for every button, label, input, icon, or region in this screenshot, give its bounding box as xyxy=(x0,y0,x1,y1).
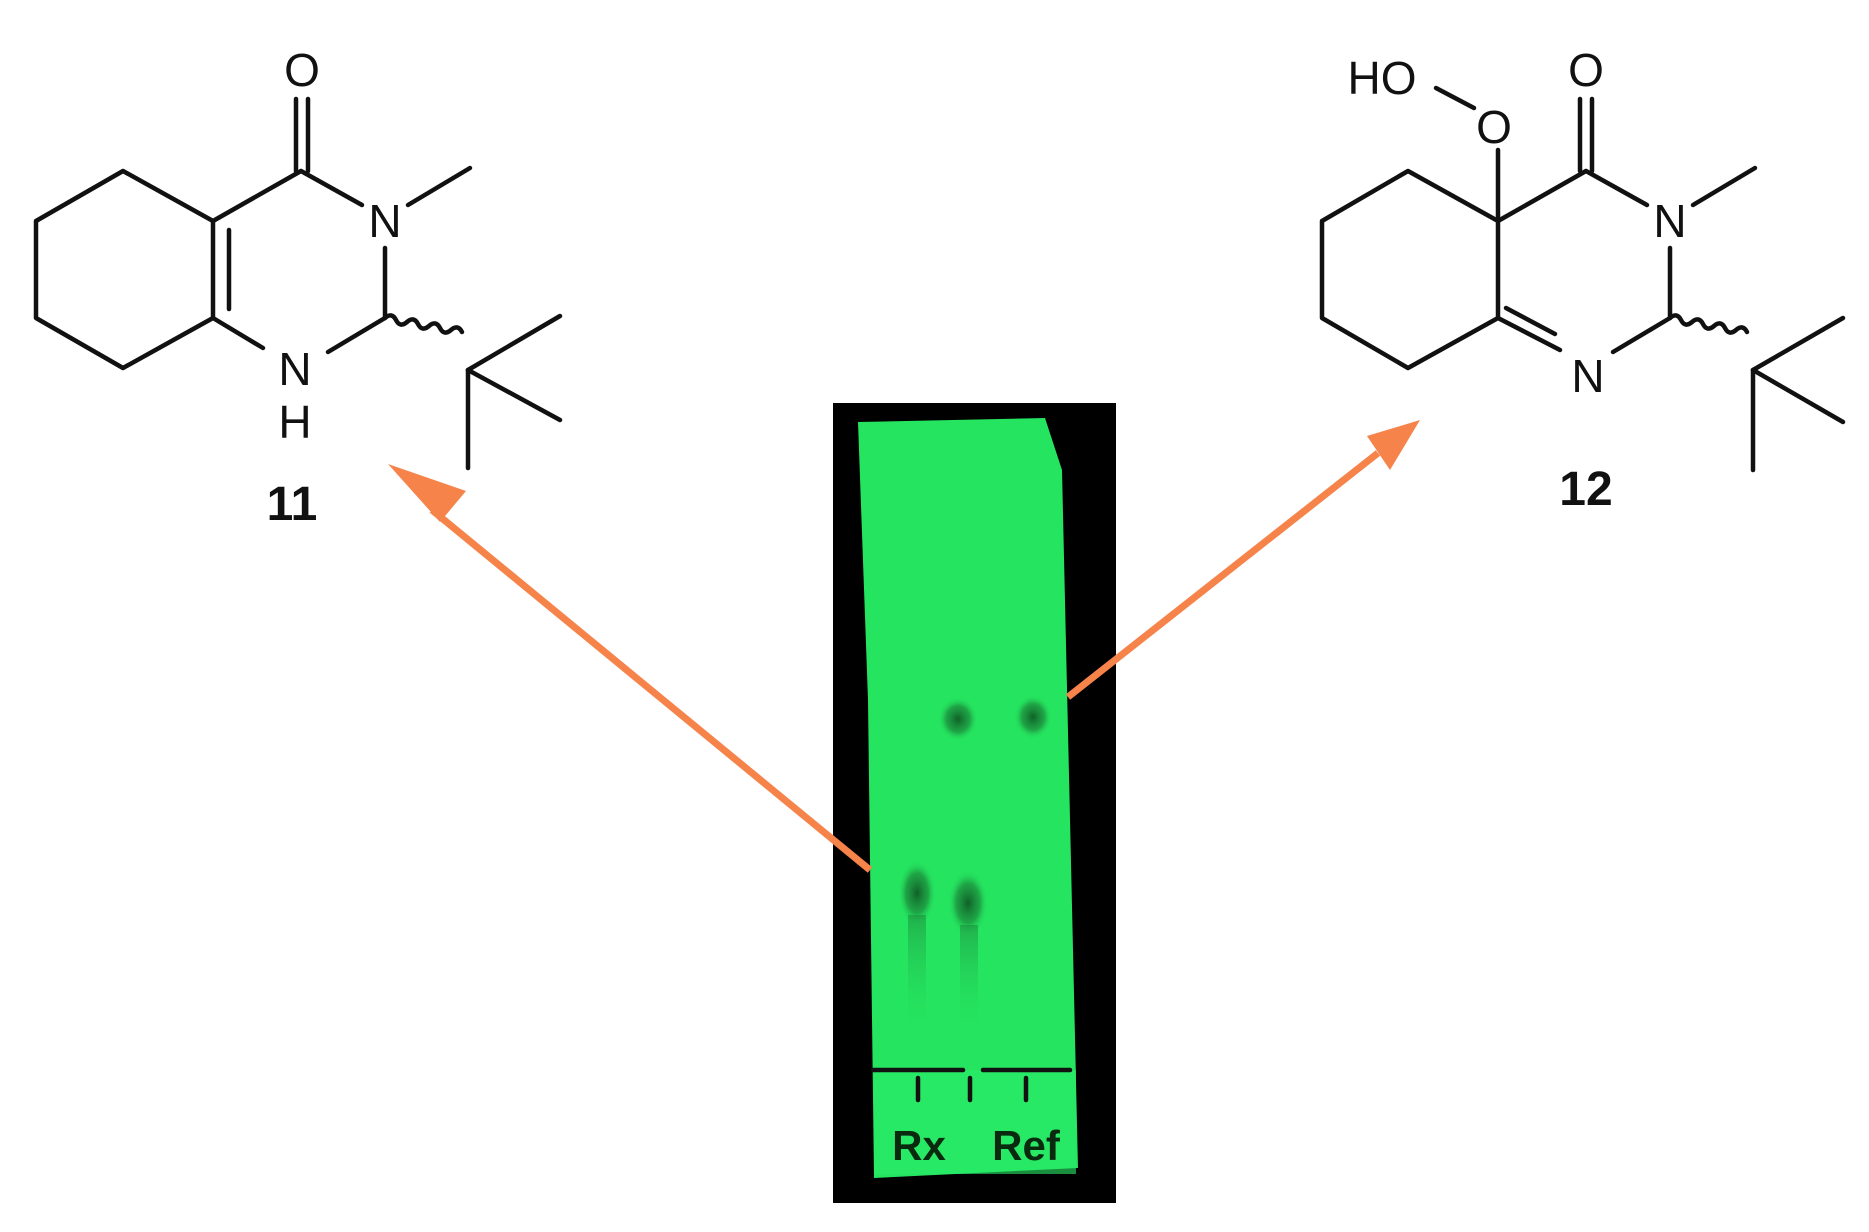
arrow-to-compound-11-head xyxy=(388,464,466,522)
arrow-to-compound-12 xyxy=(1065,420,1420,700)
compound-12-n1-label: N xyxy=(1571,350,1604,402)
compound-11-number: 11 xyxy=(267,478,318,531)
tlc-plate-origin-zone xyxy=(874,1070,1076,1174)
tlc-plate-photo: Rx Ref xyxy=(833,403,1116,1203)
tlc-spot-ref-upper xyxy=(1014,695,1052,739)
compound-11-structure: O N N H 11 xyxy=(33,44,563,531)
compound-12-carbonyl-o-label: O xyxy=(1568,44,1604,96)
tlc-spot-rx-lower xyxy=(898,860,936,926)
compound-12-number: 12 xyxy=(1559,463,1612,516)
tlc-spot-rx-upper xyxy=(938,697,978,741)
compound-12-peroxy-o-label: O xyxy=(1476,101,1512,153)
tlc-lane-label-ref: Ref xyxy=(992,1122,1061,1169)
compound-12-n3-label: N xyxy=(1653,195,1686,247)
arrow-to-compound-12-head xyxy=(1367,420,1420,470)
tlc-origin-marks xyxy=(870,1067,1073,1103)
compound-11-bonds xyxy=(33,96,563,471)
tlc-spot-ref-lower xyxy=(948,870,988,936)
tlc-plate-surface xyxy=(858,418,1078,1178)
compound-12-bonds xyxy=(1319,85,1846,473)
compound-11-n1-label: N xyxy=(278,343,311,395)
compound-11-n3-label: N xyxy=(368,195,401,247)
compound-12-hydroperoxy-ho-label: HO xyxy=(1348,52,1417,104)
arrow-to-compound-11 xyxy=(388,464,873,873)
compound-11-n1-h-label: H xyxy=(278,396,311,448)
tlc-spots xyxy=(898,695,1052,1035)
tlc-streak-rx xyxy=(908,915,926,1035)
tlc-lane-label-rx: Rx xyxy=(892,1122,946,1169)
tlc-streak-ref xyxy=(960,925,978,1035)
compound-12-structure: HO O O N N 12 xyxy=(1319,44,1846,516)
compound-11-carbonyl-o-label: O xyxy=(284,44,320,96)
